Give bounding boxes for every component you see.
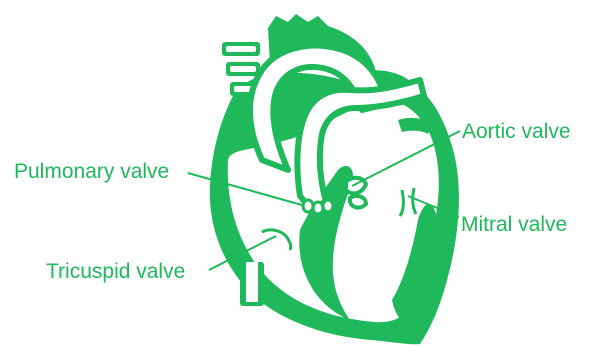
inferior-vena-cava-lumen [246,262,258,302]
pulmonary-valve-cusps [303,200,333,214]
label-mitral-valve: Mitral valve [461,213,567,236]
label-aortic-valve: Aortic valve [462,120,571,143]
label-tricuspid-valve: Tricuspid valve [46,260,185,283]
label-pulmonary-valve: Pulmonary valve [14,160,169,183]
